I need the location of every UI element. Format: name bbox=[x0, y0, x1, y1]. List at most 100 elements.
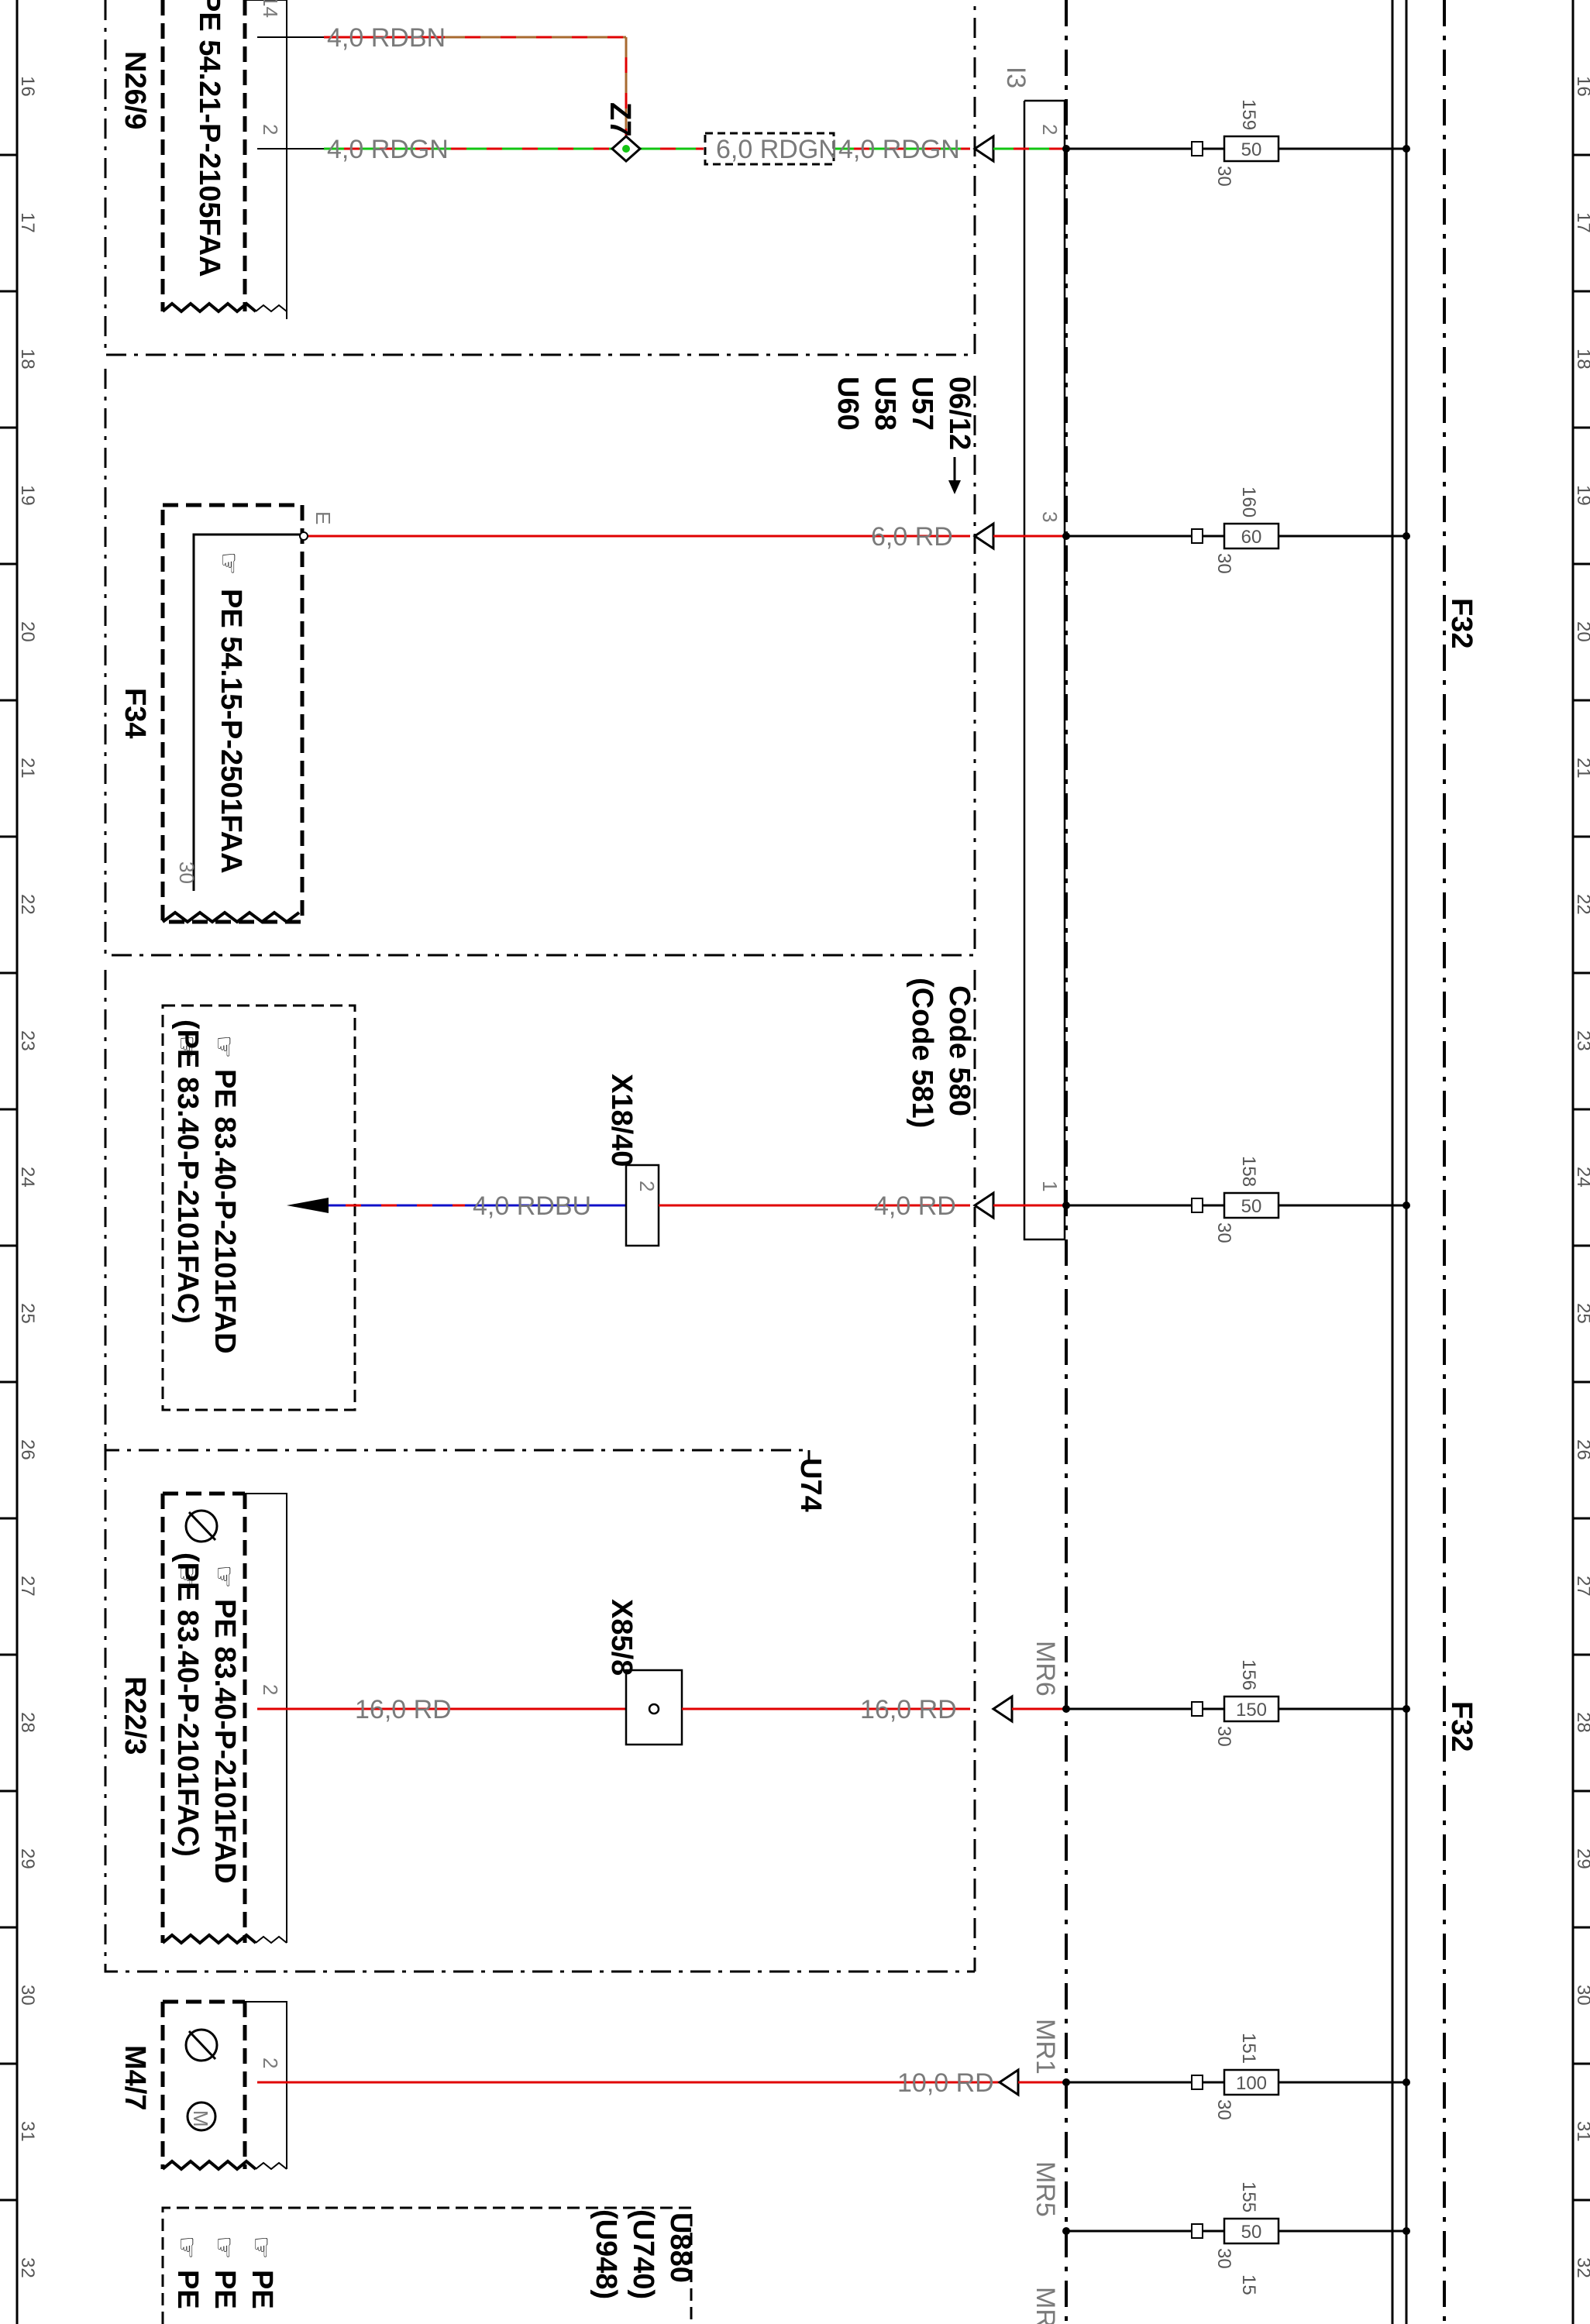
connector-stubs bbox=[972, 134, 1066, 2097]
n26-9-pin-14: 14 bbox=[259, 0, 282, 18]
fuse-number: 156 bbox=[1238, 1659, 1259, 1690]
r22-3-doc-icon-1: ☞ bbox=[208, 1565, 239, 1588]
f34-name: F34 bbox=[119, 688, 151, 738]
wire-6-rd bbox=[299, 531, 970, 541]
grid-row-label: 26 bbox=[17, 1439, 38, 1460]
r22-3-ref-1: PE 83.40-P-2101FAD bbox=[208, 1599, 241, 1884]
fuse-rating: 100 bbox=[1236, 2073, 1267, 2094]
wire-rdbn-label: 4,0 RDBN bbox=[327, 23, 446, 53]
f32-label-b: F32 bbox=[1445, 1701, 1478, 1752]
mr-label: MR bbox=[1031, 2287, 1060, 2324]
wire-rdgn-6-label: 6,0 RDGN bbox=[716, 135, 838, 164]
component-f34 bbox=[160, 503, 305, 924]
pe83-ref-2: (PE 83.40-P-2101FAC) bbox=[171, 1019, 204, 1324]
wire-16-rd bbox=[257, 1669, 970, 1746]
n26-9-name: N26/9 bbox=[119, 51, 151, 129]
grid-row-label: 24 bbox=[17, 1167, 38, 1188]
note-u-top-1: 06/12 bbox=[943, 376, 976, 450]
splice-z7-label: Z7 bbox=[604, 102, 636, 136]
fuse-terminal: 30 bbox=[1213, 2248, 1234, 2269]
grid-row-label: 29 bbox=[1573, 1848, 1590, 1869]
component-pe83-box bbox=[161, 1004, 356, 1411]
i3-pin-2: 2 bbox=[1038, 124, 1062, 135]
fuse-terminal: 30 bbox=[1213, 1726, 1234, 1747]
fuse-terminal: 30 bbox=[1213, 1222, 1234, 1243]
component-bottom bbox=[161, 2206, 693, 2324]
wire-4-rd-label: 4,0 RD bbox=[874, 1191, 956, 1221]
grid-row-label: 27 bbox=[17, 1576, 38, 1597]
fuse-rating: 50 bbox=[1241, 2222, 1262, 2243]
grid-row-label: 20 bbox=[17, 621, 38, 642]
wire-rdgn-label: 4,0 RDGN bbox=[327, 135, 449, 164]
grid-row-label: 19 bbox=[17, 485, 38, 506]
grid-row-label: 21 bbox=[1573, 758, 1590, 779]
note-u880: U880 bbox=[664, 2212, 697, 2283]
note-u-top-2: U57 bbox=[906, 376, 938, 431]
wire-rdbn bbox=[257, 36, 628, 147]
fuse-rows: 1595030160603015850301561503015110030155… bbox=[1062, 99, 1410, 2295]
grid-row-label: 18 bbox=[17, 349, 38, 370]
x18-40-label: X18/40 bbox=[605, 1074, 638, 1167]
note-u74: U74 bbox=[794, 1458, 827, 1512]
r22-3-doc-icon-2: ☞ bbox=[171, 1565, 202, 1588]
r22-3-pin: 2 bbox=[259, 1684, 282, 1695]
wire-rdbu-label: 4,0 RDBU bbox=[473, 1191, 591, 1221]
grid-row-label: 17 bbox=[1573, 212, 1590, 233]
fuse-number: 158 bbox=[1238, 1156, 1259, 1187]
pe83-doc-icon-2: ☞ bbox=[171, 1035, 202, 1058]
r22-3-name: R22/3 bbox=[119, 1676, 151, 1755]
wire-6-rd-label: 6,0 RD bbox=[871, 522, 953, 552]
grid-row-label: 26 bbox=[1573, 1439, 1590, 1460]
fuse-box bbox=[1223, 1695, 1280, 1723]
x85-8-label: X85/8 bbox=[605, 1599, 638, 1676]
i3-pin-1: 1 bbox=[1038, 1181, 1062, 1191]
mr1-label: MR1 bbox=[1031, 2019, 1060, 2075]
m4-7-motor-symbol: M bbox=[189, 2110, 212, 2127]
grid-row-label: 31 bbox=[17, 2121, 38, 2142]
fuse-rating: 150 bbox=[1236, 1700, 1267, 1721]
i3-pin-3: 3 bbox=[1038, 511, 1062, 522]
f34-ref: PE 54.15-P-2501FAA bbox=[215, 589, 247, 874]
fuse-rating: 60 bbox=[1241, 527, 1262, 548]
component-r22-3 bbox=[160, 1491, 287, 1945]
fuse-box bbox=[1223, 522, 1280, 550]
m4-7-pin: 2 bbox=[259, 2058, 282, 2068]
bottom-doc-icon-3: ☞ bbox=[171, 2236, 202, 2259]
connector-i3 bbox=[1023, 99, 1066, 1241]
grid-row-label: 30 bbox=[17, 1985, 38, 2006]
pe83-doc-icon-1: ☞ bbox=[208, 1035, 239, 1058]
f32-label-a: F32 bbox=[1445, 598, 1478, 648]
note-code-580: Code 580 bbox=[943, 985, 976, 1116]
fuse-number: 155 bbox=[1238, 2181, 1259, 2212]
grid-row-label: 25 bbox=[1573, 1303, 1590, 1324]
f34-doc-icon: ☞ bbox=[213, 552, 244, 575]
grid-row-label: 24 bbox=[1573, 1167, 1590, 1188]
bottom-ref-3: PE bbox=[171, 2270, 204, 2309]
fuse-terminal: 30 bbox=[1213, 2099, 1234, 2120]
note-u-top-3: U58 bbox=[869, 376, 901, 431]
grid-frame bbox=[15, 0, 1575, 2324]
grid-row-label: 18 bbox=[1573, 349, 1590, 370]
bottom-doc-icon-2: ☞ bbox=[208, 2236, 239, 2259]
bottom-ref-2: PE bbox=[208, 2270, 241, 2309]
wire-16-rd-label-a: 16,0 RD bbox=[355, 1695, 452, 1724]
wire-16-rd-label-b: 16,0 RD bbox=[860, 1695, 957, 1724]
grid-row-label: 17 bbox=[17, 212, 38, 233]
wire-rdgn bbox=[257, 132, 970, 166]
fuse-terminal: 30 bbox=[1213, 166, 1234, 187]
fuse-rating: 50 bbox=[1241, 139, 1262, 160]
fuse-rating: 50 bbox=[1241, 1196, 1262, 1217]
r22-3-ref-2: (PE 83.40-P-2101FAC) bbox=[171, 1552, 204, 1857]
grid-row-label: 29 bbox=[17, 1848, 38, 1869]
grid-row-label: 28 bbox=[17, 1712, 38, 1733]
mr5-label: MR5 bbox=[1031, 2161, 1060, 2217]
grid-row-label: 16 bbox=[17, 76, 38, 97]
note-u-top-4: U60 bbox=[831, 376, 864, 431]
grid-row-label: 28 bbox=[1573, 1712, 1590, 1733]
pe83-ref-1: PE 83.40-P-2101FAD bbox=[208, 1069, 241, 1354]
grid-row-label: 32 bbox=[17, 2257, 38, 2278]
